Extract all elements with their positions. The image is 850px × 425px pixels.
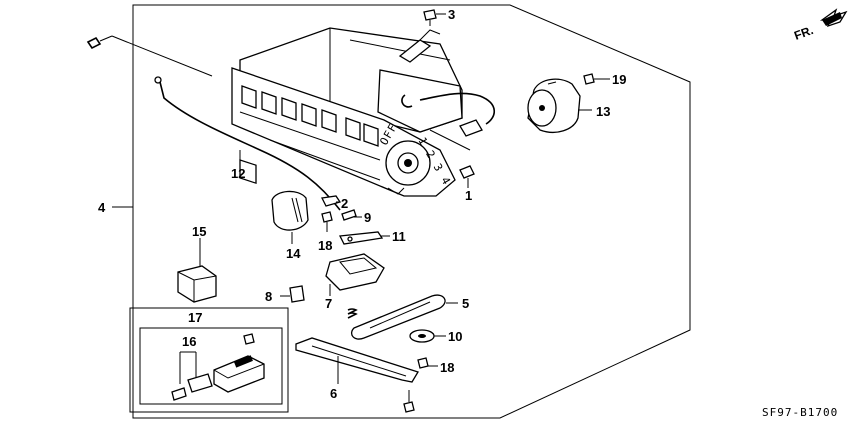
part-11-lever: [338, 231, 390, 245]
part-13-motor: [527, 78, 592, 133]
part-1-clip: [459, 165, 475, 188]
callout-7: 7: [325, 296, 332, 311]
callout-17: 17: [188, 310, 202, 325]
part-7-slider-housing: [325, 253, 385, 296]
part-6-bracket-plate: [295, 337, 419, 413]
callout-1: 1: [465, 188, 472, 203]
callout-14: 14: [286, 246, 301, 261]
callout-18-upper: 18: [318, 238, 332, 253]
callout-19: 19: [612, 72, 626, 87]
part-12-control-cable: [154, 76, 341, 211]
callout-8: 8: [265, 289, 272, 304]
callout-5: 5: [462, 296, 469, 311]
callout-6: 6: [330, 386, 337, 401]
part-18-screw-lower: [417, 357, 438, 369]
part-16-switch-connector: [171, 333, 265, 401]
callout-18-lower: 18: [440, 360, 454, 375]
part-8-clip: [280, 285, 305, 303]
callout-4: 4: [98, 200, 106, 215]
subkit-inner-16: [139, 327, 283, 405]
callout-15: 15: [192, 224, 206, 239]
callout-3: 3: [448, 7, 455, 22]
callout-13: 13: [596, 104, 610, 119]
subkit-boundary-17: [129, 307, 289, 413]
callout-10: 10: [448, 329, 462, 344]
front-marker: FR.: [792, 23, 815, 43]
callout-12: 12: [231, 166, 245, 181]
part-15-switch: [177, 238, 217, 303]
part-2-link: [321, 195, 342, 207]
callout-2: 2: [341, 196, 348, 211]
screw-top-left: [86, 35, 213, 77]
part-10-washer: [409, 329, 446, 343]
part-5-slide-lever: [347, 294, 458, 340]
front-direction-arrow: [819, 8, 848, 28]
assembly-boundary: [132, 4, 691, 419]
part-3-screw: [423, 9, 446, 26]
diagram-code: SF97-B1700: [762, 406, 838, 419]
callout-16: 16: [182, 334, 196, 349]
callout-9: 9: [364, 210, 371, 225]
part-18-screw-upper: [321, 211, 333, 232]
callout-11: 11: [392, 229, 406, 244]
control-head-body: OFF 1 2 3 4: [231, 27, 496, 197]
part-14-knob: [271, 190, 309, 244]
part-19-screw: [583, 73, 610, 85]
part-9-pin: [341, 209, 362, 221]
